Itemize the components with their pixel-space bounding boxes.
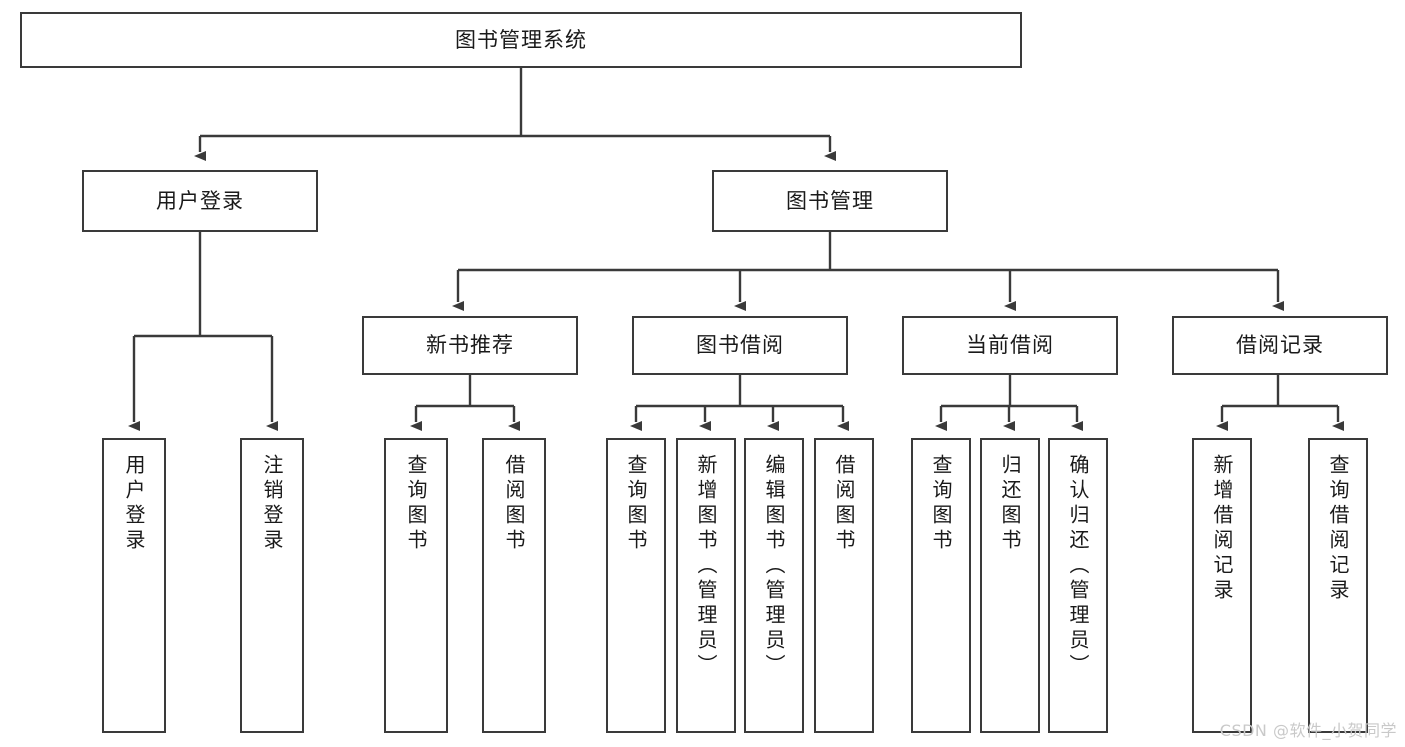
node-borrow-record-label: 借阅记录 xyxy=(1236,333,1324,358)
leaf-user-login-label: 用户登录 xyxy=(122,454,146,554)
leaf-edit-book-label: 编辑图书（管理员） xyxy=(762,454,786,679)
leaf-query-book-1-label: 查询图书 xyxy=(404,454,428,554)
node-current-borrow[interactable]: 当前借阅 xyxy=(902,316,1118,375)
node-book-manage[interactable]: 图书管理 xyxy=(712,170,948,232)
leaf-return-book[interactable]: 归还图书 xyxy=(980,438,1040,733)
leaf-return-book-label: 归还图书 xyxy=(998,454,1022,554)
leaf-logout-login[interactable]: 注销登录 xyxy=(240,438,304,733)
leaf-add-record-label: 新增借阅记录 xyxy=(1210,454,1234,604)
leaf-add-book-label: 新增图书（管理员） xyxy=(694,454,718,679)
leaf-query-record[interactable]: 查询借阅记录 xyxy=(1308,438,1368,733)
csdn-watermark: CSDN @软件_小贺同学 xyxy=(1219,721,1397,740)
leaf-add-book[interactable]: 新增图书（管理员） xyxy=(676,438,736,733)
node-borrow-record[interactable]: 借阅记录 xyxy=(1172,316,1388,375)
node-current-borrow-label: 当前借阅 xyxy=(966,333,1054,358)
node-book-borrow[interactable]: 图书借阅 xyxy=(632,316,848,375)
leaf-query-book-2-label: 查询图书 xyxy=(624,454,648,554)
node-user-login[interactable]: 用户登录 xyxy=(82,170,318,232)
leaf-borrow-book-1[interactable]: 借阅图书 xyxy=(482,438,546,733)
node-root-label: 图书管理系统 xyxy=(455,27,587,52)
leaf-logout-login-label: 注销登录 xyxy=(260,454,284,554)
leaf-query-book-3-label: 查询图书 xyxy=(929,454,953,554)
leaf-borrow-book-2[interactable]: 借阅图书 xyxy=(814,438,874,733)
node-new-book-recommend[interactable]: 新书推荐 xyxy=(362,316,578,375)
leaf-user-login[interactable]: 用户登录 xyxy=(102,438,166,733)
node-root[interactable]: 图书管理系统 xyxy=(20,12,1022,68)
leaf-query-book-2[interactable]: 查询图书 xyxy=(606,438,666,733)
leaf-add-record[interactable]: 新增借阅记录 xyxy=(1192,438,1252,733)
leaf-borrow-book-1-label: 借阅图书 xyxy=(502,454,526,554)
leaf-borrow-book-2-label: 借阅图书 xyxy=(832,454,856,554)
leaf-query-book-3[interactable]: 查询图书 xyxy=(911,438,971,733)
leaf-confirm-return[interactable]: 确认归还（管理员） xyxy=(1048,438,1108,733)
node-user-login-label: 用户登录 xyxy=(156,188,244,213)
leaf-edit-book[interactable]: 编辑图书（管理员） xyxy=(744,438,804,733)
leaf-confirm-return-label: 确认归还（管理员） xyxy=(1066,454,1090,679)
node-book-manage-label: 图书管理 xyxy=(786,188,874,213)
node-book-borrow-label: 图书借阅 xyxy=(696,333,784,358)
leaf-query-book-1[interactable]: 查询图书 xyxy=(384,438,448,733)
node-new-book-recommend-label: 新书推荐 xyxy=(426,333,514,358)
leaf-query-record-label: 查询借阅记录 xyxy=(1326,454,1350,604)
